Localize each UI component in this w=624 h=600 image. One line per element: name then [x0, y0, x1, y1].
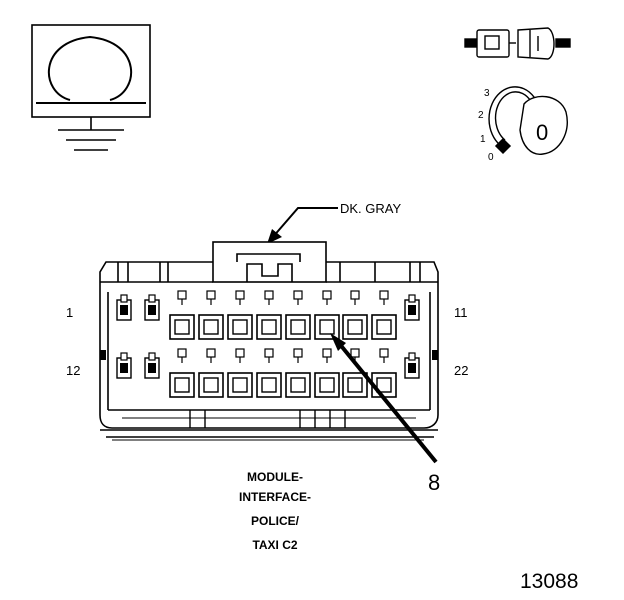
pin-cavity — [169, 348, 195, 398]
color-pointer-arrowhead — [267, 229, 282, 244]
color-pointer — [271, 207, 338, 239]
key-position-1: 1 — [480, 134, 486, 145]
pin-cavity — [227, 348, 253, 398]
pin-cavity — [169, 290, 195, 340]
callout-line — [336, 340, 438, 464]
pin-latch — [404, 294, 420, 321]
pin-latch — [144, 352, 160, 379]
callout-arrowhead — [330, 333, 346, 351]
pin-cavity — [256, 348, 282, 398]
pin-latch — [116, 352, 132, 379]
pin-cavity — [342, 290, 368, 340]
connector-name-line-4: TAXI C2 — [252, 538, 297, 552]
key-position-0: 0 — [488, 152, 494, 163]
figure-number: 13088 — [520, 570, 578, 593]
connector-name-line-1: MODULE- — [247, 470, 303, 484]
connector-name-line-2: INTERFACE- — [239, 490, 311, 504]
pin-cavity — [371, 290, 397, 340]
pin-latch — [116, 294, 132, 321]
pin-latch — [144, 294, 160, 321]
pin-cavity — [198, 290, 224, 340]
key-label: 0 — [536, 120, 548, 145]
pin-cavity — [285, 348, 311, 398]
pin-cavity — [256, 290, 282, 340]
pin-label-11: 11 — [454, 305, 468, 320]
connector-body — [99, 241, 439, 441]
pin-grid — [116, 290, 420, 398]
key-position-2: 2 — [478, 110, 484, 121]
pin-cavity — [227, 290, 253, 340]
ignition-key-icon: 0 3 2 1 0 — [478, 86, 568, 163]
pin-latch — [404, 352, 420, 379]
connector-bottom-ribs — [189, 410, 346, 428]
pin-cavity — [314, 348, 340, 398]
connector-plug-icon — [464, 27, 571, 60]
pin-cavity — [198, 348, 224, 398]
color-label: DK. GRAY — [340, 201, 401, 216]
pin-cavity — [342, 348, 368, 398]
pin-cavity — [285, 290, 311, 340]
pin-label-12: 12 — [66, 363, 80, 378]
ohmmeter-ground-icon — [31, 24, 151, 151]
pin-label-1: 1 — [66, 305, 73, 320]
pin-cavity — [314, 290, 340, 340]
callout-number: 8 — [428, 470, 440, 495]
connector-name-line-3: POLICE/ — [251, 514, 300, 528]
key-position-3: 3 — [484, 88, 490, 99]
pin-label-22: 22 — [454, 363, 468, 378]
